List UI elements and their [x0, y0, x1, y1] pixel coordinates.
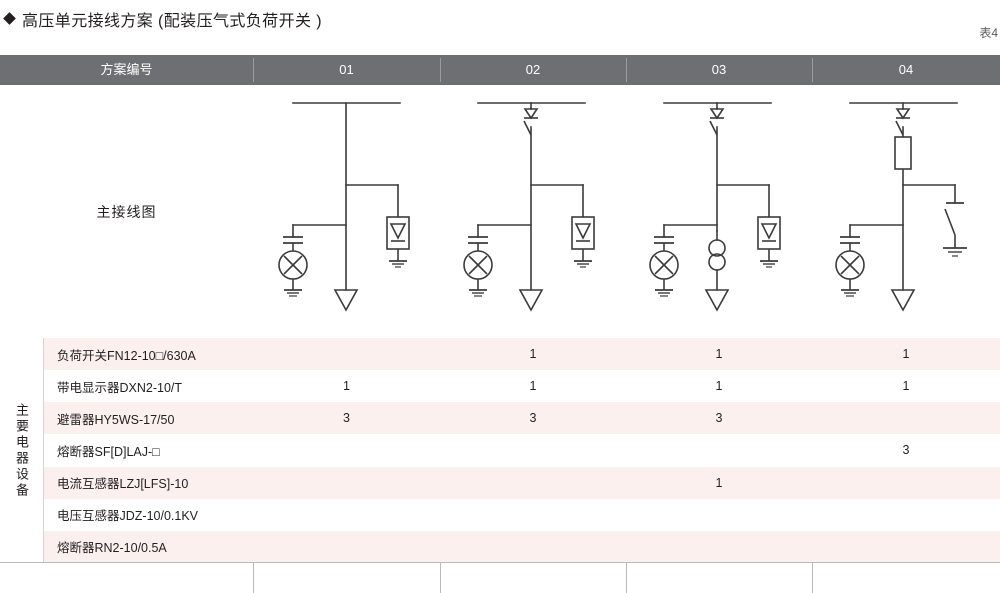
live-display-device-icon	[278, 236, 308, 297]
equipment-qty-03	[626, 434, 812, 466]
load-switch-icon	[895, 108, 911, 136]
live-display-device-icon	[463, 236, 493, 297]
equipment-qty-03: 1	[715, 347, 723, 362]
equipment-qty-01	[253, 531, 440, 563]
diagram-row-label: 主接线图	[96, 203, 157, 220]
equipment-qty-04	[812, 531, 1000, 563]
header-cell-01: 01	[339, 62, 354, 77]
surge-arrester-box-icon	[386, 216, 410, 268]
equipment-section: 主要电器设备 负荷开关FN12-10□/630A 1 1 1 带电显示器DXN2…	[0, 338, 1000, 563]
diagram-row: 主接线图	[0, 85, 1000, 339]
diagram-cell-01	[253, 85, 440, 338]
table-row: 电流互感器LZJ[LFS]-10 1	[43, 466, 1000, 499]
header-separator	[440, 58, 441, 82]
equipment-qty-02: 1	[529, 347, 537, 362]
equipment-qty-04	[812, 402, 1000, 434]
header-cell-03: 03	[711, 62, 727, 77]
equipment-name: 避雷器HY5WS-17/50	[57, 412, 175, 427]
equipment-qty-03	[626, 499, 812, 531]
table-header-row: 方案编号 01 02 03 04	[0, 55, 1000, 85]
earthing-switch-icon	[943, 202, 967, 257]
equipment-qty-01	[253, 467, 440, 499]
surge-arrester-box-icon	[757, 216, 781, 268]
header-separator	[253, 58, 254, 82]
header-separator	[626, 58, 627, 82]
equipment-name: 电流互感器LZJ[LFS]-10	[57, 477, 189, 492]
table-row: 熔断器SF[D]LAJ-□ 3	[43, 434, 1000, 467]
cable-terminal-triangle-icon	[518, 289, 544, 312]
current-transformer-icon	[708, 239, 726, 271]
header-cell-scheme-number: 方案编号	[100, 62, 153, 77]
table-number-label: 表4	[979, 26, 998, 40]
table-bottom-border	[0, 562, 1000, 563]
equipment-qty-02	[440, 531, 626, 563]
equipment-qty-03	[626, 531, 812, 563]
scheme-table: 方案编号 01 02 03 04 主接线图	[0, 55, 1000, 593]
equipment-qty-03: 3	[715, 411, 723, 426]
header-cell-04: 04	[898, 62, 914, 77]
equipment-qty-01: 3	[343, 411, 350, 426]
header-separator	[812, 58, 813, 82]
table-row: 负荷开关FN12-10□/630A 1 1 1	[43, 338, 1000, 371]
live-display-device-icon	[649, 236, 679, 297]
table-row: 熔断器RN2-10/0.5A	[43, 530, 1000, 563]
diagram-cell-03	[626, 85, 812, 338]
fuse-icon	[894, 136, 912, 170]
equipment-qty-04	[812, 499, 1000, 531]
equipment-qty-04	[812, 467, 1000, 499]
equipment-qty-02: 1	[529, 379, 537, 394]
table-row: 避雷器HY5WS-17/50 3 3 3	[43, 402, 1000, 435]
equipment-qty-01	[253, 434, 440, 466]
surge-arrester-box-icon	[571, 216, 595, 268]
equipment-qty-04: 3	[902, 443, 910, 458]
equipment-name: 负荷开关FN12-10□/630A	[57, 348, 196, 363]
table-row: 带电显示器DXN2-10/T 1 1 1 1	[43, 370, 1000, 403]
cable-terminal-triangle-icon	[333, 289, 359, 312]
diamond-bullet-icon	[3, 12, 16, 25]
equipment-qty-02	[440, 499, 626, 531]
live-display-device-icon	[835, 236, 865, 297]
equipment-qty-03: 1	[715, 475, 723, 490]
diagram-cell-04	[812, 85, 1000, 338]
equipment-group-label-cell: 主要电器设备	[0, 338, 43, 563]
equipment-qty-01	[253, 338, 440, 370]
equipment-name: 电压互感器JDZ-10/0.1KV	[57, 509, 199, 524]
cable-terminal-triangle-icon	[890, 289, 916, 312]
table-row: 电压互感器JDZ-10/0.1KV	[43, 498, 1000, 531]
equipment-qty-01	[253, 499, 440, 531]
equipment-name: 熔断器RN2-10/0.5A	[57, 541, 167, 556]
equipment-name: 熔断器SF[D]LAJ-□	[57, 444, 160, 459]
equipment-qty-04: 1	[902, 379, 910, 394]
equipment-qty-02	[440, 467, 626, 499]
header-cell-02: 02	[525, 62, 541, 77]
equipment-label-divider	[43, 338, 44, 563]
equipment-qty-03: 1	[715, 379, 723, 394]
load-switch-icon	[709, 108, 725, 136]
diagram-cell-02	[440, 85, 626, 338]
cable-terminal-triangle-icon	[704, 289, 730, 312]
equipment-name: 带电显示器DXN2-10/T	[57, 380, 183, 395]
page-title: 高压单元接线方案 (配装压气式负荷开关 )	[22, 13, 322, 30]
equipment-qty-04: 1	[902, 347, 910, 362]
equipment-qty-02: 3	[529, 411, 537, 426]
equipment-qty-02	[440, 434, 626, 466]
equipment-group-label: 主要电器设备	[14, 402, 29, 499]
load-switch-icon	[523, 108, 539, 136]
title-bar: 高压单元接线方案 (配装压气式负荷开关 ) 表4	[0, 0, 1000, 55]
equipment-qty-01: 1	[343, 379, 350, 394]
